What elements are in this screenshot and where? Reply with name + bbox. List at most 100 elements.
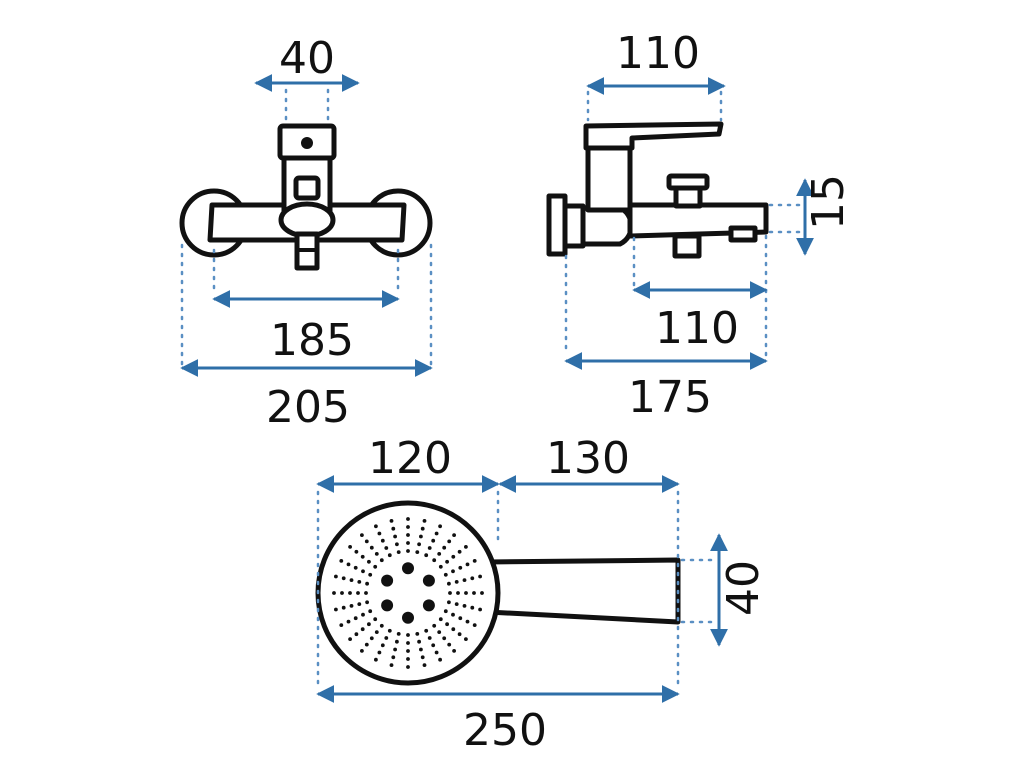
nozzle-small [458,616,463,621]
nozzle-small [387,628,392,633]
nozzle-small [406,533,410,537]
lever-width-label: 40 [279,33,335,84]
nozzle-small [432,623,437,628]
nozzle-small [384,636,389,640]
nozzle-small [353,616,358,621]
nozzle-small [340,591,344,595]
nozzle-small [364,539,369,544]
nozzle-small [348,545,352,549]
nozzle-small [431,538,436,543]
nozzle-small [424,553,429,558]
nozzle-small [442,545,447,550]
nozzle-small [452,649,456,653]
side-diverter-stem [673,185,703,209]
nozzle-small [389,663,394,667]
nozzle-small [454,580,459,584]
nozzle-small [356,591,360,595]
nozzle-small [406,517,410,521]
nozzle-small [395,542,399,547]
front-view-faucet [179,123,433,271]
nozzle-small [393,647,397,652]
nozzle-small [364,591,368,595]
nozzle-small [457,632,462,637]
nozzle-small [415,550,420,554]
nozzle-small [424,628,429,633]
nozzle-small [334,607,338,612]
nozzle-small [470,576,475,581]
nozzle-large [402,562,414,575]
nozzle-small [365,581,369,586]
nozzle-small [478,607,482,612]
nozzle-small [420,526,425,531]
hand-shower [315,500,681,686]
nozzle-small [364,642,369,647]
nozzle-small [348,637,352,641]
nozzle-small [417,639,421,644]
nozzle-small [396,550,401,554]
nozzle-large [381,599,394,612]
nozzle-small [406,633,410,637]
nozzle-small [420,655,425,660]
nozzle-small [422,663,427,667]
nozzle-small [391,526,396,531]
shower-head [315,500,501,686]
nozzle-small [384,546,389,550]
nozzle-small [373,617,378,622]
nozzle-small [406,549,410,553]
nozzle-small [443,609,448,614]
nozzle-small [406,657,410,661]
nozzle-small [451,554,456,559]
nozzle-small [462,604,467,608]
nozzle-small [368,609,373,614]
nozzle-small [427,636,432,640]
side-view-faucet [546,121,769,259]
nozzle-large [381,574,394,587]
nozzle-large [422,599,435,612]
nozzle-small [451,612,455,617]
nozzle-small [472,559,477,563]
spout-height-label: 15 [803,174,854,230]
nozzle-small [369,545,374,550]
nozzle-small [465,619,470,624]
head-diameter-label: 120 [368,433,452,484]
side-lever [583,121,724,151]
nozzle-small [380,538,385,543]
front-view-dimensions: 40 185 205 [180,33,433,433]
nozzle-small [437,630,442,634]
handle-width-label: 40 [718,560,769,616]
nozzle-small [442,636,447,641]
nozzle-small [464,545,468,549]
side-body [580,205,634,247]
nozzle-small [360,554,365,559]
nozzle-small [432,558,437,563]
spout-length-label: 110 [655,303,739,354]
nozzle-small [443,572,448,577]
nozzle-small [334,574,338,579]
nozzle-small [387,553,392,558]
nozzle-small [448,591,452,595]
nozzle-small [437,552,442,556]
nozzle-small [470,605,475,610]
nozzle-small [339,559,344,563]
nozzle-small [374,630,379,634]
overall-depth-label: 175 [628,372,712,423]
handle-length-label: 130 [546,433,630,484]
nozzle-small [348,591,352,595]
nozzle-small [357,580,362,584]
nozzle-large [402,611,414,624]
nozzle-small [353,565,358,570]
nozzle-small [472,591,476,595]
nozzle-small [374,657,378,662]
nozzle-small [367,559,371,564]
overall-length-label: 250 [463,705,547,756]
diverter-knob [293,175,321,201]
nozzle-small [438,524,442,529]
nozzle-small [406,665,410,669]
nozzle-small [341,605,346,610]
nozzle-small [373,564,378,569]
inner-spacing-label: 185 [270,315,354,366]
nozzle-small [434,531,439,536]
nozzle-small [417,542,421,547]
nozzle-small [369,636,374,641]
nozzle-small [454,602,459,606]
